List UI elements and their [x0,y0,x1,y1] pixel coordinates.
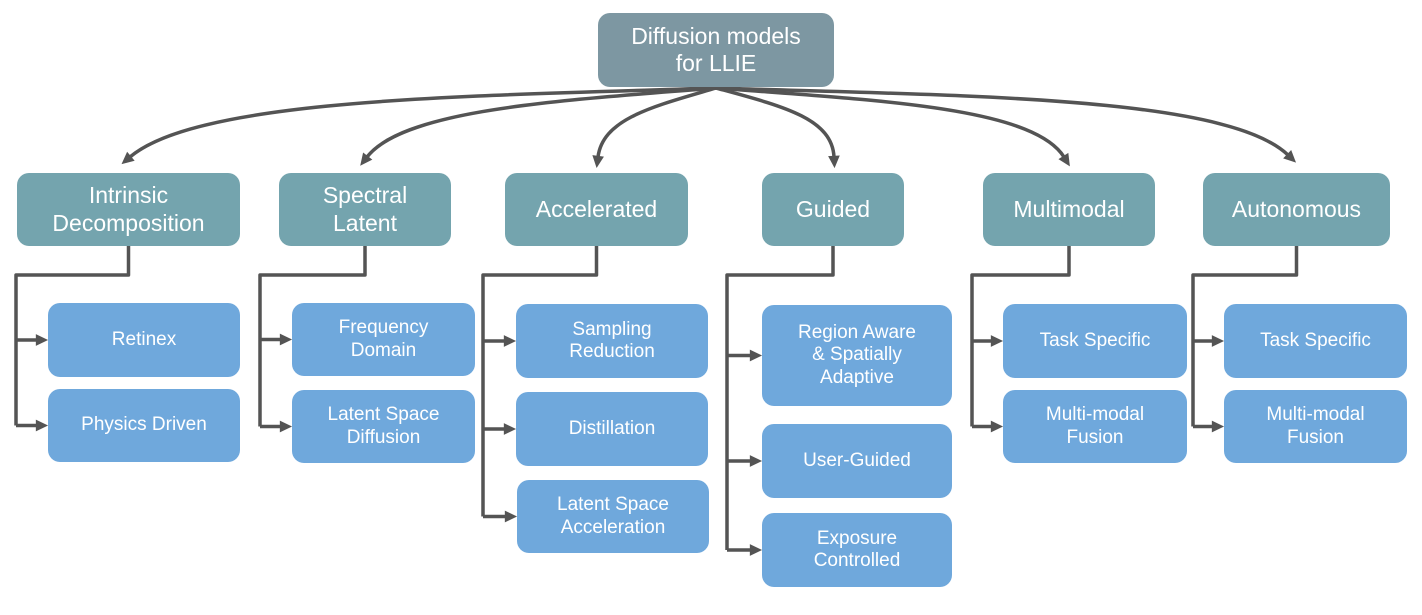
node-user-guided: User-Guided [762,424,952,498]
node-label: Frequency Domain [338,317,429,361]
node-multimodal: Multimodal [983,173,1155,246]
node-label: Diffusion models for LLIE [631,22,801,76]
root-branch-arrow [592,86,717,168]
root-branch-arrow [715,86,1070,167]
root-branch-arrow [121,86,717,165]
branch-rail [725,246,835,550]
node-label: Exposure Controlled [813,527,901,571]
node-intrinsic-decomposition: Intrinsic Decomposition [17,173,240,246]
node-frequency-domain: Frequency Domain [292,303,475,376]
branch-rail [970,246,1071,427]
node-distillation: Distillation [516,392,708,466]
node-guided: Guided [762,173,904,246]
node-label: Physics Driven [81,414,207,436]
node-label: Sampling Reduction [569,318,655,362]
node-label: Guided [795,195,871,222]
node-label: Multimodal [1013,195,1125,222]
node-label: Multi-modal Fusion [1045,404,1145,448]
node-label: Region Aware & Spatially Adaptive [798,321,916,388]
node-latent-space-diffusion: Latent Space Diffusion [292,390,475,463]
node-label: Intrinsic Decomposition [52,182,205,236]
node-autonomous: Autonomous [1203,173,1390,246]
node-label: Spectral Latent [322,182,408,236]
node-multi-modal-fusion: Multi-modal Fusion [1003,390,1187,463]
node-spectral-latent: Spectral Latent [279,173,451,246]
node-diffusion-models-for-llie: Diffusion models for LLIE [598,13,834,87]
node-retinex: Retinex [48,303,240,377]
branch-rail [481,246,599,517]
node-latent-space-acceleration: Latent Space Acceleration [517,480,709,553]
node-label: Multi-modal Fusion [1266,404,1365,448]
node-label: Distillation [568,417,656,439]
node-task-specific: Task Specific [1003,304,1187,378]
root-branch-arrow [715,86,1297,163]
root-branch-arrow [360,86,717,166]
node-sampling-reduction: Sampling Reduction [516,304,708,378]
node-label: User-Guided [803,449,911,471]
node-label: Accelerated [535,195,658,222]
branch-rail [258,246,367,427]
node-exposure-controlled: Exposure Controlled [762,513,952,587]
node-label: Task Specific [1039,329,1151,351]
branch-rail [14,246,131,426]
node-label: Latent Space Acceleration [557,494,669,538]
node-label: Task Specific [1260,329,1371,351]
node-label: Retinex [111,328,177,350]
node-physics-driven: Physics Driven [48,389,240,462]
node-multi-modal-fusion: Multi-modal Fusion [1224,390,1407,463]
root-branch-arrow [715,86,840,169]
node-region-aware-spatially-adaptive: Region Aware & Spatially Adaptive [762,305,952,406]
node-label: Autonomous [1231,195,1362,222]
node-task-specific: Task Specific [1224,304,1407,378]
node-label: Latent Space Diffusion [327,404,440,448]
node-accelerated: Accelerated [505,173,688,246]
branch-rail [1191,246,1299,427]
